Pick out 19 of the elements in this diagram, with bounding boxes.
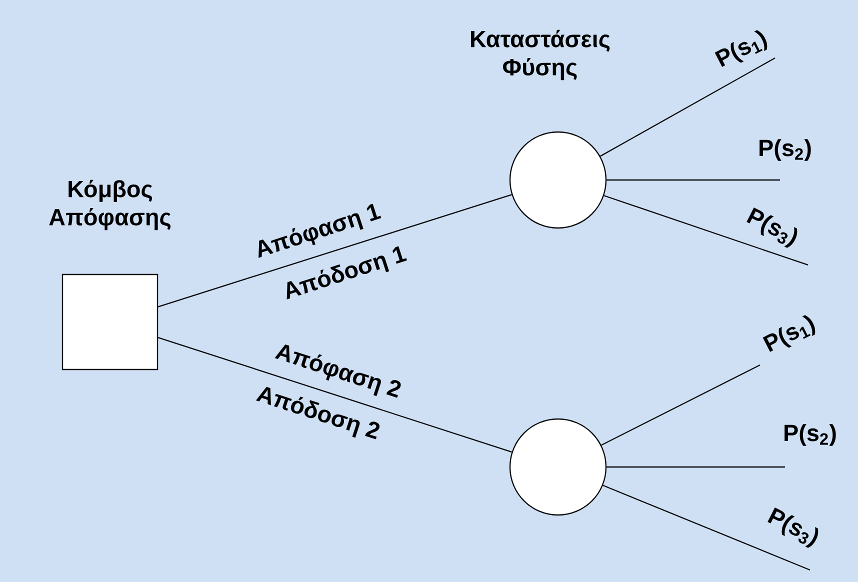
node-heading: Κόμβος Απόφασης (49, 180, 171, 230)
edge-label: P(s$_{1}$) (714, 30, 768, 67)
branch-line (601, 364, 760, 446)
edge-label: P(s$_{3}$) (768, 508, 818, 548)
branch-line (606, 179, 780, 181)
branch-line (604, 195, 808, 266)
branch-line (158, 336, 512, 453)
branch-line (600, 57, 776, 157)
node-heading: Καταστάσεις Φύσης (471, 30, 610, 80)
branch-line (158, 194, 512, 308)
branch-line (606, 466, 785, 468)
decision-square (62, 274, 158, 370)
edge-label: P(s$_{2}$) (784, 424, 836, 446)
chance-circle (509, 418, 607, 516)
edge-label: P(s$_{2}$) (760, 139, 811, 161)
chance-circle (509, 131, 607, 229)
edge-label: P(s$_{3}$) (746, 208, 798, 248)
edge-label: P(s$_{1}$) (762, 315, 816, 352)
branch-line (602, 484, 810, 571)
